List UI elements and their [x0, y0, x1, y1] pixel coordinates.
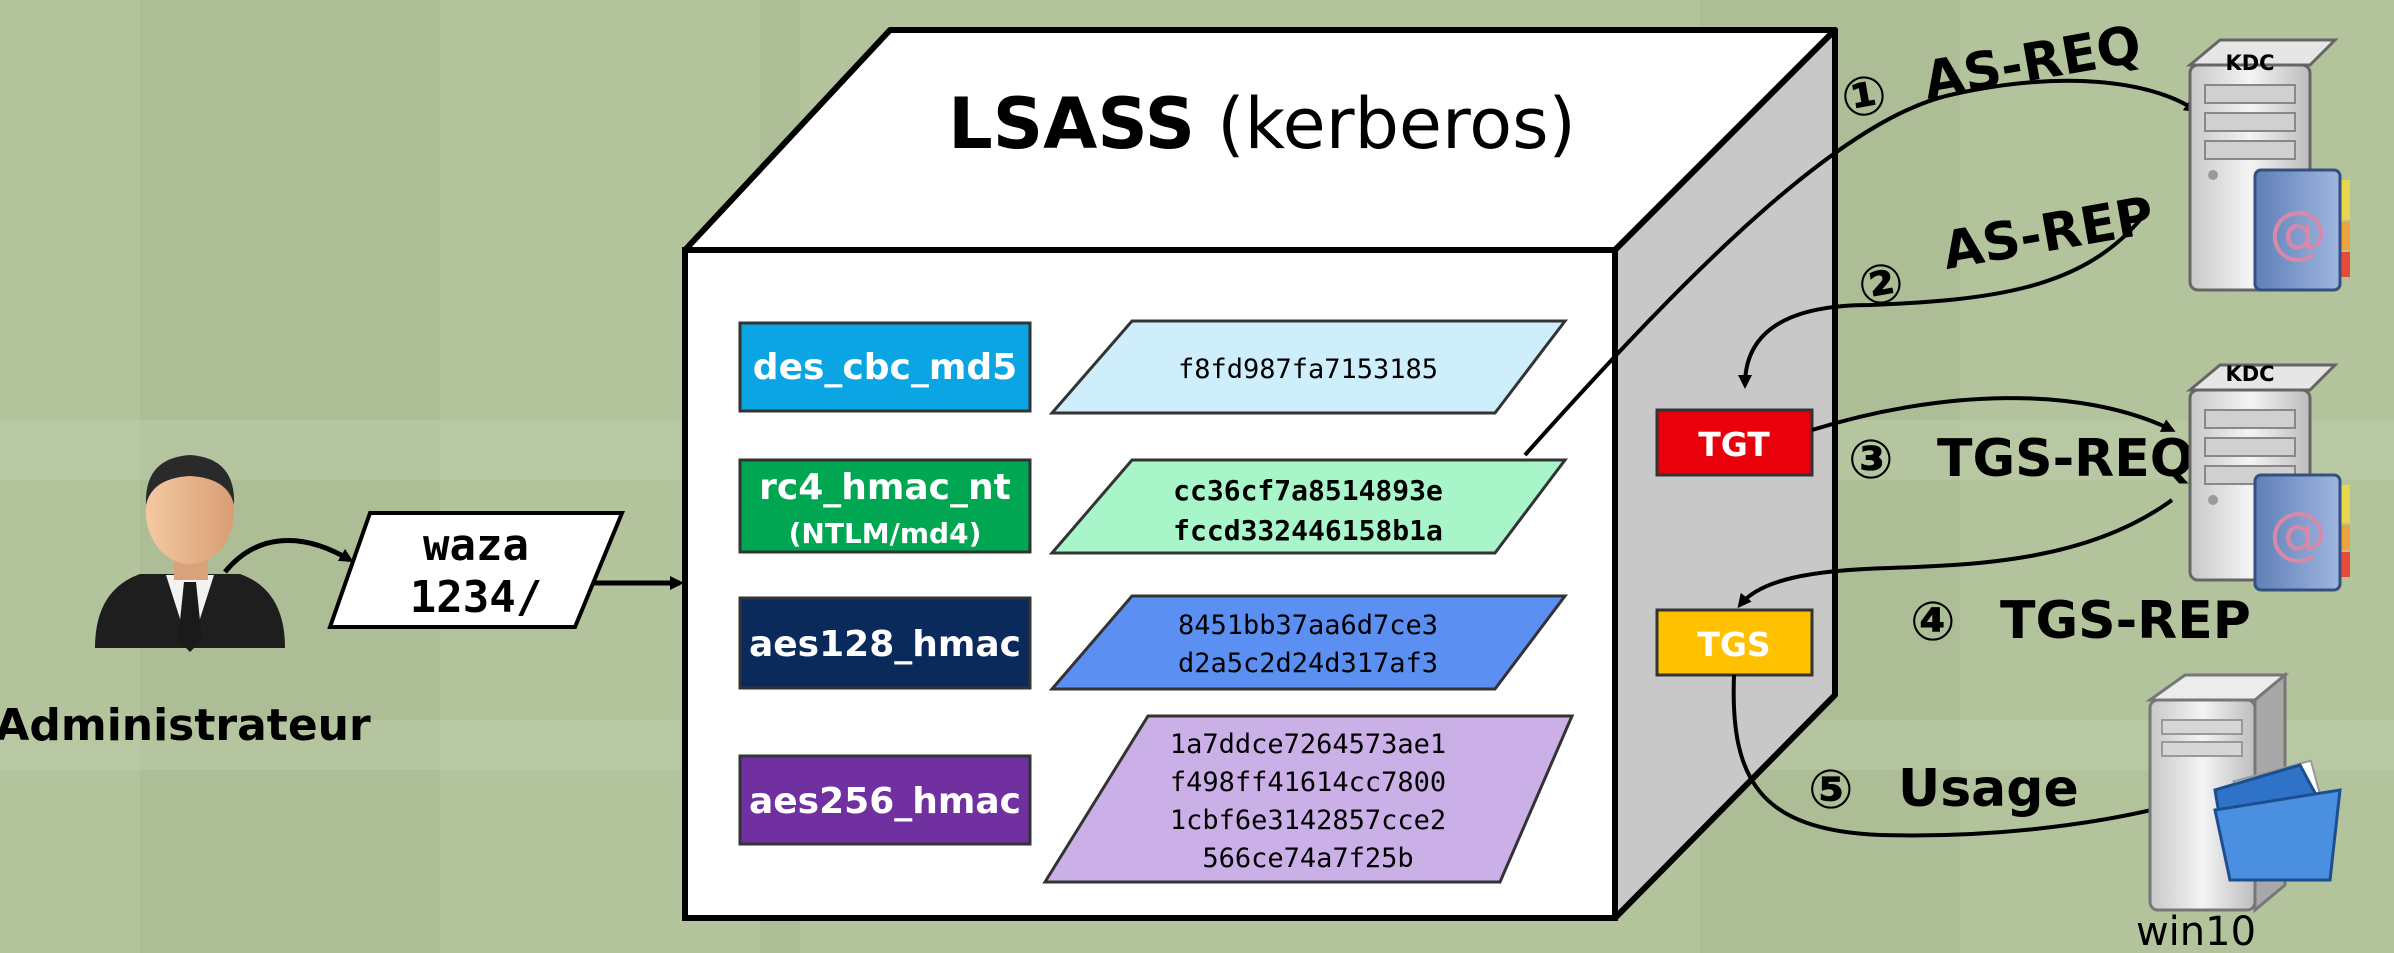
tgs-rep-arrow	[1737, 498, 2174, 609]
usage-arrow	[1731, 674, 2164, 838]
key-hash-text: 566ce74a7f25b	[1202, 843, 1413, 874]
step-tgs-req: ③ TGS-REQ	[1848, 428, 2194, 491]
svg-text:②: ②	[1853, 249, 1909, 319]
user-to-password-arrow	[223, 538, 354, 574]
key-row: rc4_hmac_nt (NTLM/md4) cc36cf7a8514893e …	[738, 458, 1569, 555]
key-type-label	[738, 596, 1032, 690]
key-type-text: aes256_hmac	[749, 781, 1021, 822]
key-hash-text: d2a5c2d24d317af3	[1178, 648, 1438, 679]
address-book-icon: @	[2253, 168, 2350, 292]
key-hash-text: cc36cf7a8514893e	[1173, 474, 1443, 507]
key-hash-text: fccd332446158b1a	[1173, 514, 1443, 547]
key-row: des_cbc_md5 f8fd987fa7153185	[738, 319, 1569, 415]
svg-text:Usage: Usage	[1898, 759, 2079, 819]
svg-text:TGT: TGT	[1698, 425, 1770, 464]
key-type-label	[738, 754, 1032, 846]
step-tgs-rep: ④ TGS-REP	[1910, 590, 2251, 653]
key-type-text: des_cbc_md5	[753, 347, 1017, 388]
step-as-rep: ② AS-REP	[1853, 186, 2158, 319]
svg-text:⑤: ⑤	[1808, 758, 1854, 821]
svg-text:AS-REQ: AS-REQ	[1919, 15, 2145, 112]
key-row: aes128_hmac 8451bb37aa6d7ce3 d2a5c2d24d3…	[738, 594, 1569, 691]
tgs-ticket: TGS	[1655, 608, 1814, 677]
as-rep-arrow	[1738, 218, 2142, 389]
svg-text:③: ③	[1848, 428, 1894, 491]
key-hash-box	[1048, 319, 1569, 415]
key-row: aes256_hmac 1a7ddce7264573ae1 f498ff4161…	[738, 714, 1575, 884]
key-hash-text: 8451bb37aa6d7ce3	[1178, 610, 1438, 641]
svg-text:TGS-REP: TGS-REP	[2000, 591, 2251, 651]
key-type-subtext: (NTLM/md4)	[789, 517, 982, 550]
password-line: waza	[423, 520, 529, 571]
key-list: des_cbc_md5 f8fd987fa7153185 rc4_hmac_nt…	[738, 319, 1575, 884]
svg-text:@: @	[2269, 198, 2327, 266]
password-line: 1234/	[410, 572, 542, 623]
svg-text:TGS: TGS	[1697, 625, 1770, 664]
user-name: Administrateur	[0, 700, 371, 751]
tgt-ticket: TGT	[1655, 408, 1814, 477]
key-type-label	[738, 321, 1032, 413]
folder-icon	[2213, 759, 2342, 882]
step-as-req: ① AS-REQ	[1836, 15, 2145, 132]
svg-text:@: @	[2269, 499, 2327, 567]
key-type-text: aes128_hmac	[749, 624, 1021, 665]
key-hash-text: 1a7ddce7264573ae1	[1170, 729, 1446, 760]
svg-text:KDC: KDC	[2225, 51, 2274, 75]
lsass-title: LSASS (kerberos)	[948, 83, 1576, 165]
key-hash-text: 1cbf6e3142857cce2	[1170, 805, 1446, 836]
key-hash-box	[1042, 714, 1575, 884]
address-book-icon: @	[2253, 473, 2350, 592]
svg-text:KDC: KDC	[2225, 362, 2274, 386]
svg-text:TGS-REQ: TGS-REQ	[1937, 429, 2194, 489]
password-box	[327, 511, 625, 629]
key-hash-box	[1048, 458, 1569, 555]
key-type-text: rc4_hmac_nt	[759, 467, 1011, 508]
key-hash-box	[1048, 594, 1569, 691]
key-hash-text: f498ff41614cc7800	[1170, 767, 1446, 798]
svg-text:①: ①	[1836, 61, 1892, 131]
tgs-req-arrow	[1811, 396, 2176, 432]
svg-text:④: ④	[1910, 590, 1956, 653]
as-req-arrow	[1523, 78, 2199, 457]
key-type-label	[738, 458, 1032, 554]
target-server-name: win10	[2136, 909, 2256, 953]
key-hash-text: f8fd987fa7153185	[1178, 354, 1438, 385]
step-usage: ⑤ Usage	[1808, 758, 2079, 821]
svg-text:AS-REP: AS-REP	[1938, 186, 2158, 282]
user-avatar-icon	[95, 455, 285, 652]
